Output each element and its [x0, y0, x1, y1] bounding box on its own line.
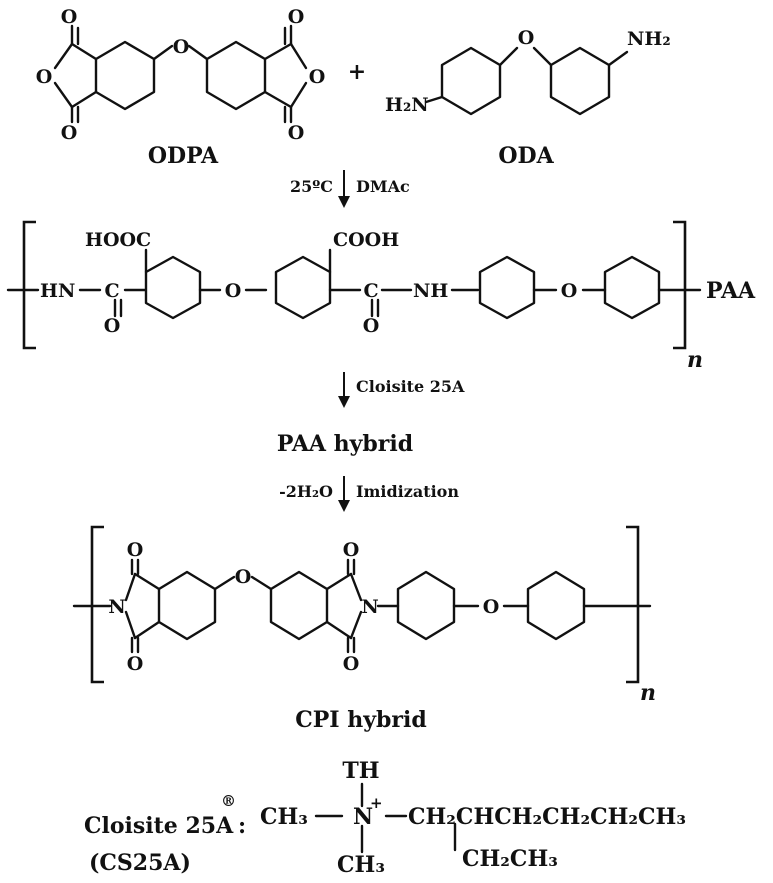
paa-hooc: HOOC	[85, 229, 151, 251]
paa-hn: HN	[40, 280, 75, 302]
step1-temperature: 25ºC	[290, 177, 333, 196]
paa-ether-o-2: O	[561, 280, 578, 302]
cs25a-charge: +	[370, 794, 383, 812]
cpi-o-4: O	[343, 653, 360, 675]
odpa-o-1: O	[61, 6, 78, 28]
paa-carbonyl-o-1: O	[104, 315, 121, 337]
paa-carbonyl-c-2: C	[363, 280, 378, 302]
cs25a-chain: CH₂CHCH₂CH₂CH₂CH₃	[408, 804, 686, 830]
cpi-o-2: O	[127, 653, 144, 675]
paa-cooh: COOH	[333, 229, 399, 251]
cpi-structure	[72, 525, 652, 684]
cpi-ether-o-2: O	[483, 596, 500, 618]
odpa-ether-o: O	[173, 36, 190, 58]
oda-nh2: NH₂	[627, 28, 671, 50]
odpa-label: ODPA	[148, 143, 219, 169]
cs25a-branch: CH₂CH₃	[462, 846, 558, 872]
cs25a-n-plus: N	[353, 804, 373, 830]
paa-label: PAA	[706, 278, 756, 304]
cpi-n-2: N	[361, 596, 378, 618]
cpi-repeat-n: n	[640, 680, 656, 706]
cs25a-top-group: TH	[342, 758, 379, 784]
cpi-ether-o: O	[235, 566, 252, 588]
odpa-o-4: O	[288, 6, 305, 28]
step2-additive: Cloisite 25A	[356, 377, 465, 396]
step3-process: Imidization	[356, 482, 459, 501]
cpi-n-1: N	[108, 596, 125, 618]
cs25a-abbreviation: (CS25A)	[89, 850, 191, 876]
odpa-structure	[53, 24, 308, 124]
plus-sign: +	[348, 59, 366, 85]
step3-byproduct: -2H₂O	[279, 482, 333, 501]
cs25a-name: Cloisite 25A	[84, 813, 234, 839]
odpa-o-3: O	[61, 122, 78, 144]
step1-solvent: DMAc	[356, 177, 410, 196]
paa-carbonyl-c-1: C	[104, 280, 119, 302]
cs25a-methyl-left: CH₃	[260, 804, 308, 830]
cs25a-colon: :	[238, 813, 246, 839]
paa-nh: NH	[413, 280, 448, 302]
oda-ether-o: O	[518, 27, 535, 49]
cs25a-methyl-bottom: CH₃	[337, 852, 385, 878]
odpa-o-6: O	[288, 122, 305, 144]
cpi-o-1: O	[127, 539, 144, 561]
cpi-hybrid-label: CPI hybrid	[295, 707, 427, 733]
odpa-o-5: O	[309, 66, 326, 88]
odpa-o-2: O	[36, 66, 53, 88]
oda-label: ODA	[498, 143, 554, 169]
cs25a-trademark: ®	[221, 792, 236, 810]
paa-carbonyl-o-2: O	[363, 315, 380, 337]
cs25a-structure	[314, 782, 457, 854]
oda-h2n: H₂N	[385, 94, 429, 116]
oda-structure	[424, 46, 629, 116]
paa-repeat-n: n	[687, 347, 703, 373]
paa-hybrid-label: PAA hybrid	[277, 431, 413, 457]
cpi-o-3: O	[343, 539, 360, 561]
paa-ether-o: O	[225, 280, 242, 302]
paa-structure	[6, 220, 702, 350]
